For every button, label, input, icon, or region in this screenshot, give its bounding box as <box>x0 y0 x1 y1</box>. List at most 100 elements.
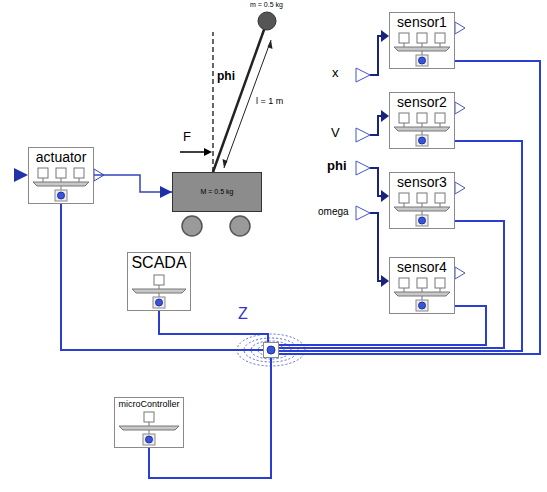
icon-square <box>154 275 164 285</box>
angle-label: phi <box>217 70 235 84</box>
input-port <box>14 168 28 182</box>
icon-port <box>416 215 428 226</box>
icon-stem <box>149 422 150 426</box>
icon-square <box>417 33 427 43</box>
cart-wheel <box>230 216 250 236</box>
cart-wheel <box>182 216 202 236</box>
block-title: actuator <box>36 149 87 165</box>
icon-square <box>435 278 445 288</box>
scada-block: SCADA <box>127 252 191 311</box>
icon-dot <box>419 137 426 144</box>
signal-wire <box>370 168 382 196</box>
icon-stem <box>404 203 405 207</box>
signal-wire <box>370 213 382 281</box>
icon-square <box>56 168 66 178</box>
icon-square <box>399 193 409 203</box>
icon-bar <box>119 426 179 430</box>
icon-stem <box>440 288 441 292</box>
icon-square <box>417 193 427 203</box>
signal-port <box>356 68 370 82</box>
icon-stem <box>422 51 423 55</box>
output-port <box>455 102 465 114</box>
sensor-block: sensor2 <box>389 92 455 149</box>
icon-square <box>144 412 154 422</box>
network-icon <box>263 342 279 358</box>
icon-square <box>399 278 409 288</box>
controller-block: microController <box>114 397 184 448</box>
signal-name: phi <box>327 159 347 174</box>
icon-stem <box>422 131 423 135</box>
block-title: SCADA <box>131 254 186 272</box>
network-icon-frame <box>264 343 279 358</box>
sensor-block: sensor1 <box>389 12 455 69</box>
icon-stem <box>61 178 62 182</box>
icon-dot <box>156 299 163 306</box>
block-title: microController <box>118 399 179 409</box>
signal-wire <box>370 36 382 75</box>
block-icon <box>128 274 190 310</box>
icon-dot <box>419 57 426 64</box>
icon-stem <box>440 203 441 207</box>
input-port <box>381 190 389 202</box>
signal-name: omega <box>318 206 349 218</box>
input-port <box>381 275 389 287</box>
cart-body: M = 0.5 kg <box>172 172 262 212</box>
dimension-arrowhead <box>223 159 228 168</box>
actuator-block: actuator <box>28 147 94 204</box>
vertical-reference <box>212 32 214 172</box>
icon-square <box>435 33 445 43</box>
icon-dot <box>419 217 426 224</box>
icon-stem <box>149 430 150 434</box>
icon-stem <box>159 285 160 289</box>
input-port <box>381 110 389 122</box>
block-title: sensor3 <box>397 174 447 190</box>
block-icon <box>390 112 454 148</box>
icon-dot <box>419 302 426 309</box>
output-port <box>455 182 465 194</box>
icon-dot <box>58 192 65 199</box>
signal-name: x <box>332 66 339 81</box>
icon-port <box>416 300 428 311</box>
network-link <box>279 141 522 351</box>
icon-port <box>55 190 67 201</box>
block-icon <box>390 277 454 313</box>
icon-square <box>399 113 409 123</box>
network-link <box>279 61 540 354</box>
network-link <box>61 204 263 350</box>
icon-stem <box>422 288 423 292</box>
icon-stem <box>422 203 423 207</box>
network-label: Z <box>238 305 248 323</box>
force-arrowhead <box>204 148 212 156</box>
output-port <box>455 267 465 279</box>
icon-square <box>399 33 409 43</box>
block-icon <box>29 167 93 203</box>
icon-stem <box>159 293 160 297</box>
length-label: l = 1 m <box>256 96 283 106</box>
icon-square <box>417 278 427 288</box>
icon-square <box>417 113 427 123</box>
icon-port <box>143 434 155 445</box>
mass-label: m = 0.5 kg <box>250 1 283 9</box>
block-title: sensor1 <box>397 14 447 30</box>
icon-stem <box>404 43 405 47</box>
force-arrow <box>180 151 205 153</box>
icon-stem <box>422 43 423 47</box>
icon-stem <box>404 288 405 292</box>
icon-stem <box>404 123 405 127</box>
block-title: M = 0.5 kg <box>201 188 234 196</box>
icon-square <box>435 113 445 123</box>
icon-stem <box>422 123 423 127</box>
icon-square <box>74 168 84 178</box>
block-icon <box>115 411 183 447</box>
icon-stem <box>61 186 62 190</box>
control-signal <box>94 175 172 192</box>
input-port <box>381 30 389 42</box>
icon-bar <box>394 47 450 51</box>
signal-name: V <box>331 126 340 141</box>
block-title: sensor2 <box>397 94 447 110</box>
pendulum-mass <box>258 12 276 30</box>
icon-stem <box>422 296 423 300</box>
icon-bar <box>33 182 89 186</box>
output-port <box>455 22 465 34</box>
